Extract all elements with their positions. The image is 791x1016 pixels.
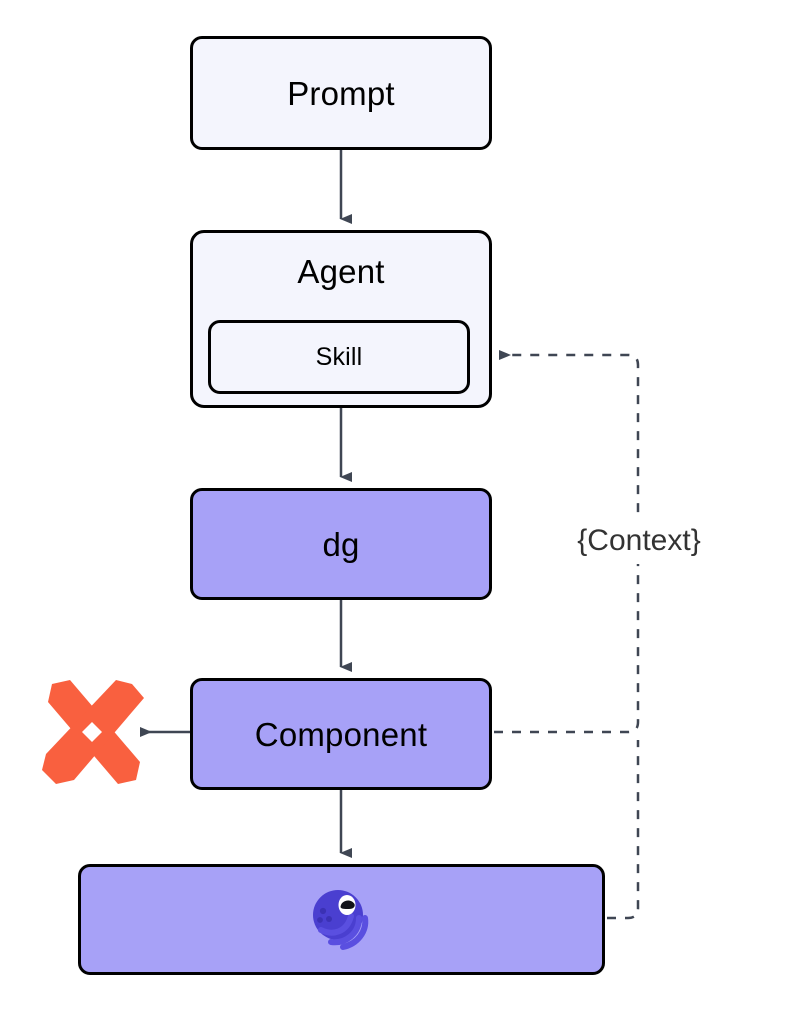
node-skill-label: Skill [315, 342, 363, 371]
node-dg[interactable]: dg [190, 488, 492, 600]
node-output[interactable] [78, 864, 605, 975]
node-agent-label: Agent [297, 253, 385, 290]
node-dg-label: dg [322, 525, 360, 563]
context-label: {Context} [522, 518, 756, 564]
node-component-label: Component [254, 715, 428, 753]
node-agent[interactable]: Agent Skill [190, 230, 492, 408]
node-skill[interactable]: Skill [208, 320, 470, 394]
node-prompt-label: Prompt [287, 74, 395, 112]
dagster-octopus-icon [313, 890, 369, 950]
x-mark-icon [42, 680, 144, 784]
edge-context-output-to-trunk [607, 740, 640, 920]
node-component[interactable]: Component [190, 678, 492, 790]
node-prompt[interactable]: Prompt [190, 36, 492, 150]
